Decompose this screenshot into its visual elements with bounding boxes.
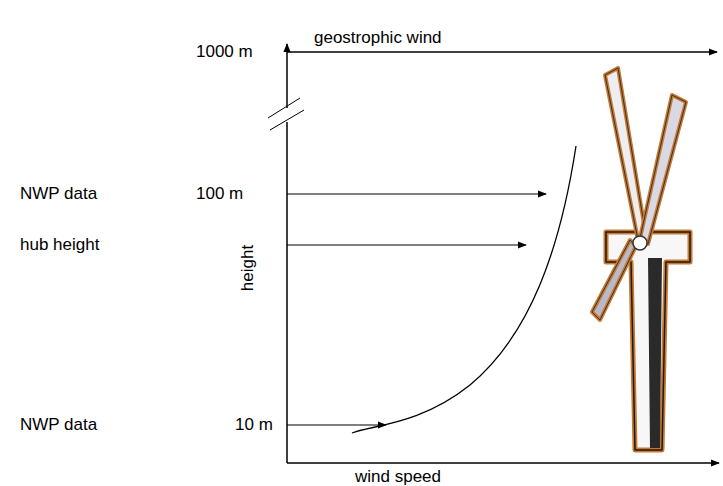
speed-axis xyxy=(287,462,719,464)
axis-break xyxy=(270,110,304,130)
geostrophic-arrow xyxy=(287,51,717,53)
wind-arrow xyxy=(287,244,526,245)
wind-turbine xyxy=(592,68,690,450)
height-value: 1000 m xyxy=(196,42,253,62)
source-label: NWP data xyxy=(20,415,97,435)
axis-annotation: geostrophic wind xyxy=(314,28,442,48)
height-value: 10 m xyxy=(235,415,273,435)
axis-title: height xyxy=(238,245,258,291)
wind-profile-curve xyxy=(352,146,576,433)
wind-arrow xyxy=(287,193,546,194)
wind-arrow xyxy=(287,424,386,425)
source-label: NWP data xyxy=(20,184,97,204)
axis-title: wind speed xyxy=(355,467,441,486)
height-value: 100 m xyxy=(196,184,243,204)
height-label: hub height xyxy=(20,235,99,255)
